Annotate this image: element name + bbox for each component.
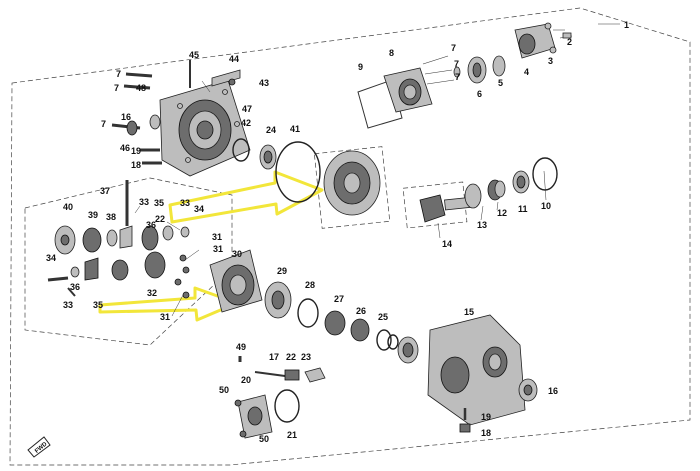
part-label-29-33: 29 bbox=[277, 266, 287, 276]
part-label-5-4: 5 bbox=[498, 78, 503, 88]
part-label-28-32: 28 bbox=[305, 280, 315, 290]
part-label-10-14: 10 bbox=[541, 201, 551, 211]
part-label-8-12: 8 bbox=[389, 48, 394, 58]
highlight-arrow-lower bbox=[98, 286, 239, 322]
pinion-group bbox=[419, 157, 558, 223]
differential-boundary bbox=[24, 177, 233, 346]
part-label-7-11: 7 bbox=[101, 119, 106, 129]
part-label-22-26: 22 bbox=[286, 352, 296, 362]
bearing-housing-group bbox=[357, 55, 455, 129]
part-label-50-61: 50 bbox=[219, 385, 229, 395]
part-label-34-42: 34 bbox=[194, 204, 204, 214]
part-label-18-65: 18 bbox=[131, 160, 141, 170]
part-label-42-53: 42 bbox=[241, 118, 251, 128]
part-label-39-50: 39 bbox=[88, 210, 98, 220]
forward-direction-mark: FWD bbox=[27, 436, 51, 458]
part-label-40-51: 40 bbox=[63, 202, 73, 212]
ring-gear-group bbox=[275, 141, 381, 216]
part-label-49-60: 49 bbox=[236, 342, 246, 352]
part-label-4-3: 4 bbox=[524, 67, 529, 77]
part-number-labels: 1234567777778910111213141516171819202122… bbox=[46, 20, 629, 444]
part-label-48-59: 48 bbox=[136, 83, 146, 93]
part-label-38-49: 38 bbox=[106, 212, 116, 222]
part-label-22-66: 22 bbox=[155, 214, 165, 224]
part-label-25-29: 25 bbox=[378, 312, 388, 322]
part-label-45-56: 45 bbox=[189, 50, 199, 60]
part-label-7-7: 7 bbox=[454, 59, 459, 69]
part-label-32-38: 32 bbox=[147, 288, 157, 298]
part-label-21-25: 21 bbox=[287, 430, 297, 440]
part-label-23-27: 23 bbox=[301, 352, 311, 362]
leader-lines bbox=[134, 23, 620, 317]
part-label-11-15: 11 bbox=[518, 204, 528, 214]
part-label-9-13: 9 bbox=[358, 62, 363, 72]
part-label-2-1: 2 bbox=[567, 37, 572, 47]
actuator-group bbox=[234, 356, 326, 439]
part-label-33-40: 33 bbox=[180, 198, 190, 208]
part-label-7-6: 7 bbox=[451, 43, 456, 53]
part-label-30-34: 30 bbox=[232, 249, 242, 259]
part-label-36-47: 36 bbox=[146, 220, 156, 230]
part-label-7-10: 7 bbox=[114, 83, 119, 93]
part-label-31-37: 31 bbox=[160, 312, 170, 322]
part-label-18-22: 18 bbox=[481, 428, 491, 438]
part-label-12-16: 12 bbox=[497, 208, 507, 218]
part-label-6-5: 6 bbox=[477, 89, 482, 99]
part-label-26-30: 26 bbox=[356, 306, 366, 316]
output-flange-group bbox=[453, 22, 573, 84]
part-label-7-9: 7 bbox=[116, 69, 121, 79]
part-label-50-62: 50 bbox=[259, 434, 269, 444]
part-label-3-2: 3 bbox=[548, 56, 553, 66]
part-label-35-44: 35 bbox=[154, 198, 164, 208]
part-label-24-28: 24 bbox=[266, 125, 276, 135]
part-label-1-0: 1 bbox=[624, 20, 629, 30]
part-label-16-63: 16 bbox=[121, 112, 131, 122]
part-label-15-19: 15 bbox=[464, 307, 474, 317]
part-label-14-18: 14 bbox=[442, 239, 452, 249]
part-label-47-58: 47 bbox=[242, 104, 252, 114]
part-label-27-31: 27 bbox=[334, 294, 344, 304]
part-label-20-24: 20 bbox=[241, 375, 251, 385]
left-housing-group bbox=[159, 79, 277, 177]
diff-case-group bbox=[209, 249, 419, 364]
part-label-34-43: 34 bbox=[46, 253, 56, 263]
part-label-46-57: 46 bbox=[120, 143, 130, 153]
part-label-17-21: 17 bbox=[269, 352, 279, 362]
part-label-43-54: 43 bbox=[259, 78, 269, 88]
part-label-44-55: 44 bbox=[229, 54, 239, 64]
part-label-41-52: 41 bbox=[290, 124, 300, 134]
part-label-7-8: 7 bbox=[455, 72, 460, 82]
part-label-19-23: 19 bbox=[481, 412, 491, 422]
part-label-13-17: 13 bbox=[477, 220, 487, 230]
assembly-boundary bbox=[9, 7, 691, 466]
part-label-33-41: 33 bbox=[63, 300, 73, 310]
part-label-31-35: 31 bbox=[212, 232, 222, 242]
differential-parts-group bbox=[47, 180, 190, 299]
left-bolts-group bbox=[111, 60, 241, 165]
part-label-16-20: 16 bbox=[548, 386, 558, 396]
part-label-36-46: 36 bbox=[70, 282, 80, 292]
part-label-19-64: 19 bbox=[131, 146, 141, 156]
highlight-arrow-upper bbox=[168, 170, 324, 224]
part-label-31-36: 31 bbox=[213, 244, 223, 254]
part-label-33-39: 33 bbox=[139, 197, 149, 207]
part-label-37-48: 37 bbox=[100, 186, 110, 196]
main-housing-group bbox=[427, 314, 538, 433]
part-label-35-45: 35 bbox=[93, 300, 103, 310]
